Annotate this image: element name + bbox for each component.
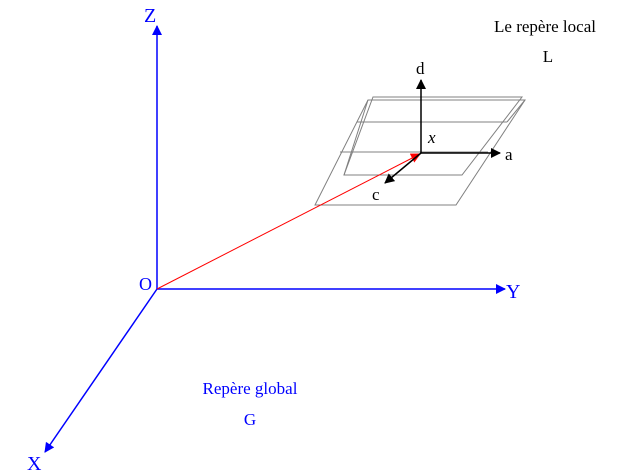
origin-label: O — [139, 274, 152, 294]
global-frame-caption-line2: G — [244, 410, 256, 429]
local-frame-caption-line2: L — [543, 47, 553, 66]
global-x-axis — [44, 288, 158, 453]
local-point-label: x — [427, 128, 436, 147]
local-d-axis-label: d — [416, 59, 425, 78]
local-a-axis-label: a — [505, 145, 513, 164]
global-frame-caption-line1: Repère global — [203, 379, 298, 398]
z-axis-label: Z — [144, 5, 156, 27]
local-c-axis — [384, 152, 422, 184]
local-box-outline — [314, 96, 526, 206]
position-vector — [156, 153, 421, 290]
local-frame-caption-line1: Le repère local — [494, 17, 596, 36]
y-axis-label: Y — [506, 281, 520, 303]
x-axis-label: X — [27, 453, 42, 473]
local-c-axis-label: c — [372, 185, 380, 204]
